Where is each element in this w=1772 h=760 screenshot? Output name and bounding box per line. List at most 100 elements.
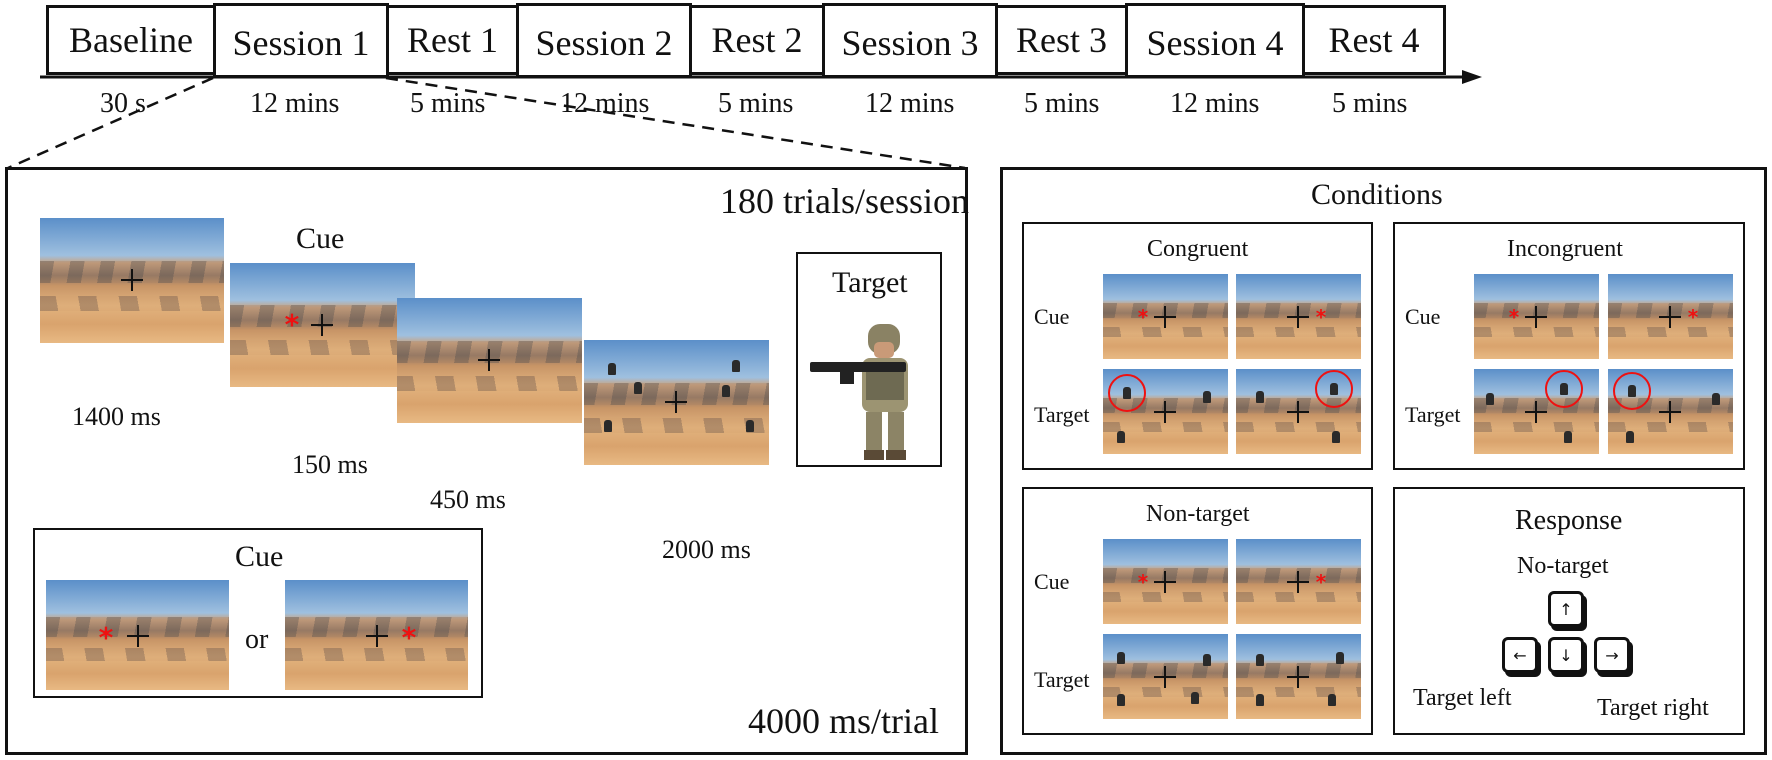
cue-star: * — [1315, 570, 1327, 594]
soldier-figure — [1256, 654, 1264, 666]
soldier-figure — [732, 360, 740, 372]
response-box: Response No-target ↑ ← ↓ → Target left T… — [1393, 487, 1745, 735]
target-left-label: Target left — [1413, 685, 1512, 711]
duration-session-4: 12 mins — [1170, 88, 1260, 119]
target-row-label: Target — [1405, 402, 1461, 427]
fixation-cross — [1659, 401, 1681, 423]
cue-star: * — [401, 621, 417, 654]
interval-2000: 2000 ms — [662, 535, 751, 564]
soldier-figure — [604, 420, 612, 432]
block-label: Session 4 — [1146, 23, 1284, 63]
timeline-block-rest-2: Rest 2 — [689, 5, 825, 75]
soldier-figure — [1117, 431, 1125, 443]
duration-session-2: 12 mins — [560, 88, 650, 119]
response-title: Response — [1515, 505, 1623, 536]
timeline-block-session-3: Session 3 — [822, 3, 998, 78]
block-label: Rest 3 — [1015, 20, 1107, 60]
soldier-figure — [1203, 391, 1211, 403]
soldier-figure — [722, 385, 730, 397]
interval-scene — [397, 298, 582, 423]
left-arrow-key: ← — [1502, 637, 1538, 673]
nontarget-target-left — [1103, 634, 1228, 719]
soldier-figure — [608, 363, 616, 375]
congruent-box: Congruent Cue Target * * — [1022, 222, 1373, 470]
cue-right-scene: * — [285, 580, 468, 690]
fixation-scene — [40, 218, 224, 343]
nontarget-cue-right: * — [1236, 539, 1361, 624]
target-right-label: Target right — [1597, 695, 1709, 721]
incongruent-box: Incongruent Cue Target * * — [1393, 222, 1745, 470]
duration-baseline: 30 s — [100, 88, 146, 119]
cue-row-label: Cue — [1034, 304, 1070, 329]
duration-session-3: 12 mins — [865, 88, 955, 119]
block-label: Session 2 — [535, 23, 673, 63]
or-label: or — [245, 624, 269, 655]
block-label: Rest 1 — [406, 20, 498, 60]
fixation-cross — [1154, 571, 1176, 593]
soldier-figure — [746, 420, 754, 432]
soldier-figure — [1203, 654, 1211, 666]
soldier-figure — [1117, 694, 1125, 706]
cue-example-title: Cue — [235, 540, 284, 573]
incongruent-target-left — [1474, 369, 1599, 454]
duration-rest-3: 5 mins — [1024, 88, 1100, 119]
duration-session-1: 12 mins — [250, 88, 340, 119]
conditions-title: Conditions — [1311, 178, 1443, 211]
right-arrow-key: → — [1594, 637, 1630, 673]
interval-1400: 1400 ms — [72, 402, 161, 431]
soldier-figure — [634, 382, 642, 394]
congruent-target-left — [1103, 369, 1228, 454]
target-highlight-ring — [1545, 370, 1583, 408]
soldier-figure — [1256, 391, 1264, 403]
target-zoom-box: Target — [796, 252, 942, 467]
soldier-figure — [1336, 652, 1344, 664]
fixation-cross — [1287, 306, 1309, 328]
trial-length: 4000 ms/trial — [748, 701, 939, 741]
target-highlight-ring — [1108, 374, 1146, 412]
fixation-cross — [1154, 401, 1176, 423]
block-label: Session 1 — [232, 23, 370, 63]
soldier-figure — [1626, 431, 1634, 443]
soldier-figure — [1117, 652, 1125, 664]
no-target-label: No-target — [1517, 553, 1609, 579]
soldier-figure — [1712, 393, 1720, 405]
cue-star: * — [1315, 305, 1327, 329]
timeline-block-rest-1: Rest 1 — [386, 5, 519, 75]
cue-row-label: Cue — [1405, 304, 1441, 329]
cue-left-scene: * — [46, 580, 229, 690]
nontarget-cue-left: * — [1103, 539, 1228, 624]
block-label: Baseline — [69, 20, 193, 60]
cue-star: * — [98, 621, 114, 654]
incongruent-cue-right: * — [1608, 274, 1733, 359]
trials-per-session: 180 trials/session — [720, 181, 969, 221]
soldier-figure — [1256, 694, 1264, 706]
soldier-figure — [1486, 393, 1494, 405]
soldier-figure — [1564, 431, 1572, 443]
fixation-cross — [1525, 401, 1547, 423]
up-arrow-key: ↑ — [1548, 591, 1584, 627]
incongruent-cue-left: * — [1474, 274, 1599, 359]
timeline-block-rest-4: Rest 4 — [1302, 5, 1446, 75]
fixation-cross — [1525, 306, 1547, 328]
target-label: Target — [832, 266, 908, 299]
congruent-cue-left: * — [1103, 274, 1228, 359]
soldier-figure — [1332, 431, 1340, 443]
congruent-target-right — [1236, 369, 1361, 454]
target-highlight-ring — [1315, 370, 1353, 408]
fixation-cross — [665, 391, 687, 413]
fixation-cross — [1154, 306, 1176, 328]
nontarget-title: Non-target — [1146, 501, 1250, 527]
cue-star: * — [1508, 305, 1520, 329]
fixation-cross — [366, 625, 388, 647]
target-highlight-ring — [1613, 372, 1651, 410]
duration-rest-1: 5 mins — [410, 88, 486, 119]
congruent-title: Congruent — [1147, 236, 1249, 262]
fixation-cross — [1154, 666, 1176, 688]
fixation-cross — [127, 625, 149, 647]
block-label: Session 3 — [841, 23, 979, 63]
duration-rest-2: 5 mins — [718, 88, 794, 119]
interval-150: 150 ms — [292, 450, 368, 479]
soldier-figure — [1191, 692, 1199, 704]
interval-450: 450 ms — [430, 485, 506, 514]
cue-star: * — [1137, 570, 1149, 594]
